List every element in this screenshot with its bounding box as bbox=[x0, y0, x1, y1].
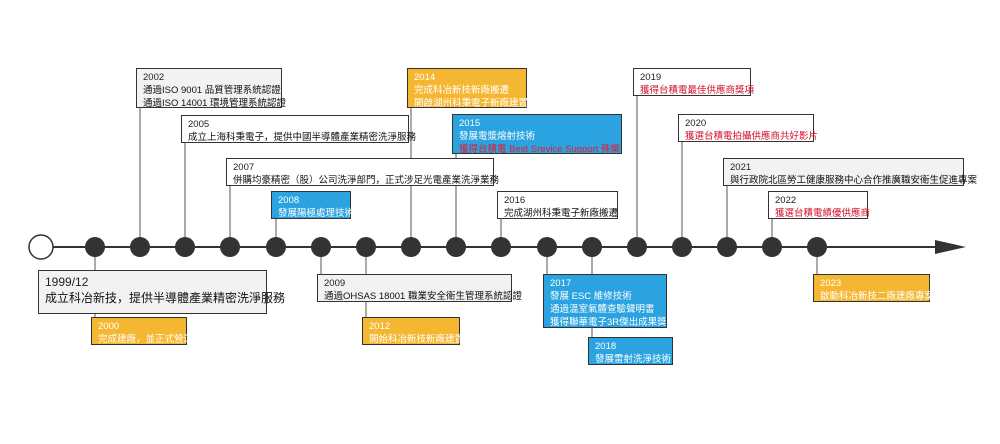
event-2019: 2019 獲得台積電最佳供應商獎項 bbox=[633, 68, 755, 96]
event-text: 獲得聯華電子3R傑出成果獎 bbox=[550, 317, 667, 328]
event-text: 啟動科冶新技二廠建廠專案 bbox=[820, 291, 935, 302]
event-1999: 1999/12 成立科冶新技，提供半導體產業精密洗淨服務 bbox=[38, 270, 286, 314]
event-text: 發展陽極處理技術 bbox=[278, 208, 355, 219]
event-2015: 2015 發展電漿熔射技術 獲得台積電 Best Srevice Support… bbox=[452, 114, 622, 155]
event-text: 與行政院北區勞工健康服務中心合作推廣職安衛生促進專案 bbox=[730, 175, 978, 186]
event-year: 2000 bbox=[98, 321, 120, 332]
event-2022: 2022 獲選台積電績優供應商 bbox=[768, 191, 871, 219]
timeline-dot bbox=[266, 237, 286, 257]
event-year: 2017 bbox=[550, 278, 572, 289]
timeline-dot bbox=[582, 237, 602, 257]
event-text: 完成建廠，並正式營運 bbox=[98, 334, 194, 345]
event-year: 2019 bbox=[640, 72, 662, 83]
timeline-dot bbox=[446, 237, 466, 257]
event-text: 開始科冶新技新廠建置 bbox=[369, 334, 465, 345]
event-text: 成立上海科秉電子，提供中國半導體產業精密洗淨服務 bbox=[188, 132, 417, 143]
event-2023: 2023 啟動科冶新技二廠建廠專案 bbox=[813, 274, 935, 302]
event-text: 完成湖州科秉電子新廠搬遷 bbox=[504, 208, 619, 219]
event-text: 發展 ESC 維修技術 bbox=[550, 291, 632, 302]
event-year: 2023 bbox=[820, 278, 842, 289]
event-year: 1999/12 bbox=[45, 275, 89, 289]
event-year: 2020 bbox=[685, 118, 707, 129]
timeline-dot bbox=[356, 237, 376, 257]
timeline-dot bbox=[672, 237, 692, 257]
event-2014: 2014 完成科冶新技新廠搬遷 開啟湖州科秉電子新廠建置 bbox=[407, 68, 529, 109]
event-2018: 2018 發展雷射洗淨技術 bbox=[588, 337, 673, 365]
event-year: 2015 bbox=[459, 118, 481, 129]
event-text: 完成科冶新技新廠搬遷 bbox=[414, 85, 510, 96]
event-year: 2022 bbox=[775, 195, 797, 206]
event-2016: 2016 完成湖州科秉電子新廠搬遷 bbox=[497, 191, 618, 219]
event-text-highlight: 獲得台積電最佳供應商獎項 bbox=[640, 85, 755, 96]
timeline-dot bbox=[807, 237, 827, 257]
event-text: 併購均豪精密（股）公司洗淨部門，正式涉足光電產業洗淨業務 bbox=[233, 175, 500, 186]
event-text-highlight: 獲選台積電績優供應商 bbox=[775, 208, 871, 219]
event-2008: 2008 發展陽極處理技術 bbox=[271, 191, 355, 219]
timeline-arrowhead bbox=[935, 240, 966, 254]
event-2002: 2002 通過ISO 9001 品質管理系統認證 通過ISO 14001 環境管… bbox=[136, 68, 287, 109]
timeline-dot bbox=[491, 237, 511, 257]
event-text-highlight: 獲得台積電 Best Srevice Support 殊榮 bbox=[459, 144, 621, 155]
event-text: 通過ISO 14001 環境管理系統認證 bbox=[143, 98, 287, 109]
event-year: 2007 bbox=[233, 162, 255, 173]
event-text: 發展雷射洗淨技術 bbox=[595, 354, 672, 365]
timeline-dot bbox=[175, 237, 195, 257]
timeline-dot bbox=[537, 237, 557, 257]
event-year: 2005 bbox=[188, 119, 210, 130]
event-year: 2008 bbox=[278, 195, 300, 206]
event-year: 2018 bbox=[595, 341, 617, 352]
event-text: 通過OHSAS 18001 職業安全衛生管理系統認證 bbox=[324, 291, 522, 302]
event-2005: 2005 成立上海科秉電子，提供中國半導體產業精密洗淨服務 bbox=[181, 115, 417, 143]
event-year: 2016 bbox=[504, 195, 526, 206]
event-year: 2002 bbox=[143, 72, 165, 83]
timeline-dot bbox=[401, 237, 421, 257]
event-2009: 2009 通過OHSAS 18001 職業安全衛生管理系統認證 bbox=[317, 274, 522, 302]
timeline-dot bbox=[717, 237, 737, 257]
event-year: 2021 bbox=[730, 162, 752, 173]
timeline-dot bbox=[762, 237, 782, 257]
event-2021: 2021 與行政院北區勞工健康服務中心合作推廣職安衛生促進專案 bbox=[723, 158, 978, 186]
event-2012: 2012 開始科冶新技新廠建置 bbox=[362, 317, 465, 345]
event-2020: 2020 獲選台積電拍攝供應商共好影片 bbox=[678, 114, 819, 142]
event-text: 發展電漿熔射技術 bbox=[459, 131, 536, 142]
event-year: 2014 bbox=[414, 72, 436, 83]
event-text: 通過ISO 9001 品質管理系統認證 bbox=[143, 85, 281, 96]
event-text: 開啟湖州科秉電子新廠建置 bbox=[414, 98, 529, 109]
event-text-highlight: 獲選台積電拍攝供應商共好影片 bbox=[685, 131, 819, 142]
event-text: 成立科冶新技，提供半導體產業精密洗淨服務 bbox=[45, 291, 286, 305]
timeline-dot bbox=[220, 237, 240, 257]
event-2017: 2017 發展 ESC 維修技術 通過溫室氣體查驗聲明書 獲得聯華電子3R傑出成… bbox=[543, 274, 667, 328]
event-2000: 2000 完成建廠，並正式營運 bbox=[91, 317, 194, 345]
timeline-dot bbox=[130, 237, 150, 257]
event-2007: 2007 併購均豪精密（股）公司洗淨部門，正式涉足光電產業洗淨業務 bbox=[226, 158, 500, 186]
timeline-dot bbox=[85, 237, 105, 257]
event-year: 2009 bbox=[324, 278, 346, 289]
event-year: 2012 bbox=[369, 321, 391, 332]
timeline-dot bbox=[311, 237, 331, 257]
timeline-dot bbox=[627, 237, 647, 257]
timeline-start-node bbox=[28, 234, 54, 260]
event-text: 通過溫室氣體查驗聲明書 bbox=[550, 304, 655, 315]
